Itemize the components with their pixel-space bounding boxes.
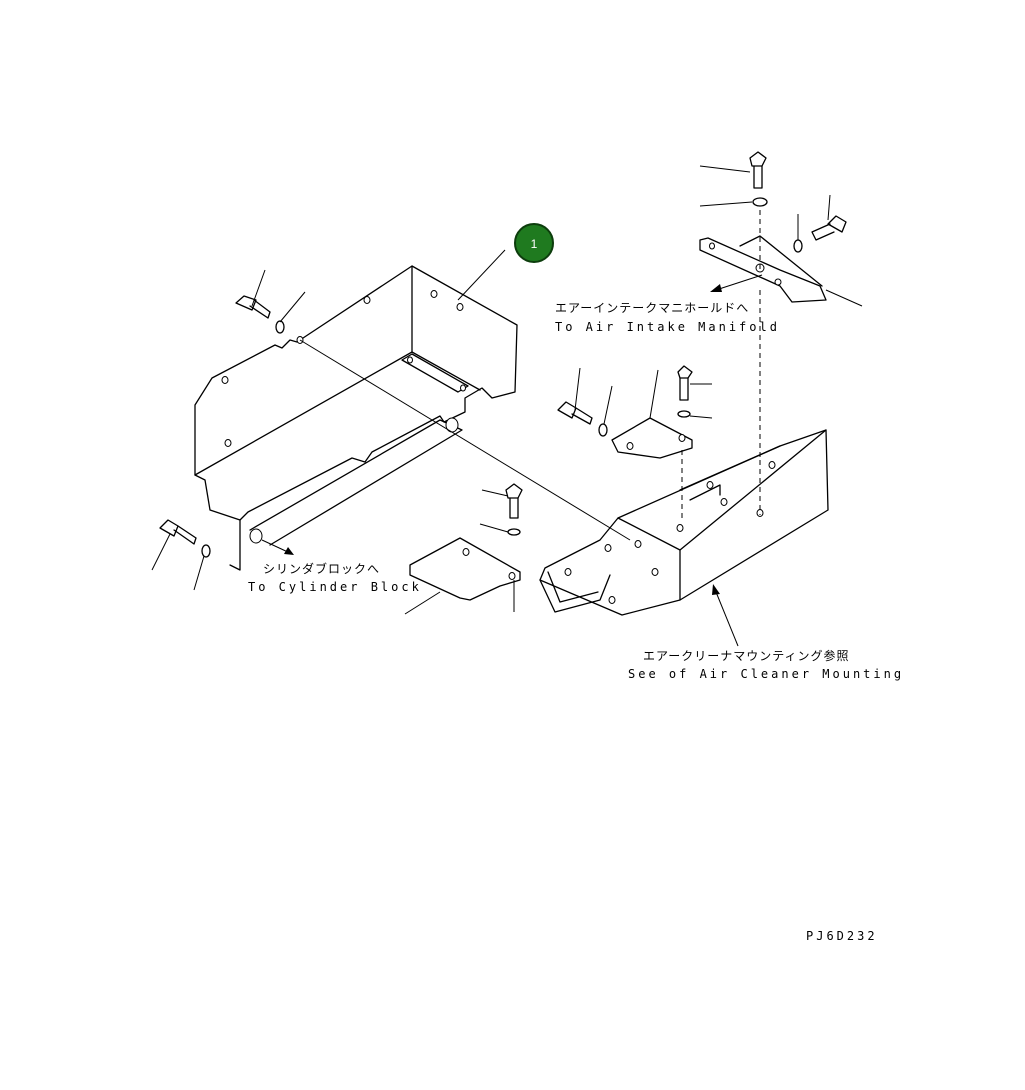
clip-bracket	[557, 365, 713, 459]
top-bracket	[699, 151, 863, 460]
bolt-left-upper	[235, 269, 306, 334]
callout-number: 1	[531, 237, 538, 251]
arrow-to-intake	[710, 274, 763, 292]
leader-callout-1	[457, 249, 506, 301]
intake-label-en: To Air Intake Manifold	[555, 320, 780, 334]
left-bracket-plate	[194, 265, 518, 571]
intake-label-jp: エアーインテークマニホールドへ	[555, 301, 749, 315]
arrow-to-cylinder	[261, 539, 294, 555]
cleaner-label-jp: エアークリーナマウンティング参照	[643, 648, 850, 663]
drawing-code: PJ6D232	[806, 929, 878, 943]
small-plate	[404, 483, 523, 615]
right-bracket	[539, 429, 829, 616]
arrow-to-cleaner	[712, 584, 739, 647]
bolt-left-lower	[151, 519, 211, 591]
callout-badge-1[interactable]: 1	[514, 223, 554, 263]
cylinder-label-jp: シリンダブロックへ	[263, 561, 380, 576]
cylinder-label-en: To Cylinder Block	[248, 580, 422, 594]
alignment-line	[299, 339, 631, 541]
callout-badge-circle	[514, 223, 554, 263]
cleaner-label-en: See of Air Cleaner Mounting	[628, 667, 904, 681]
